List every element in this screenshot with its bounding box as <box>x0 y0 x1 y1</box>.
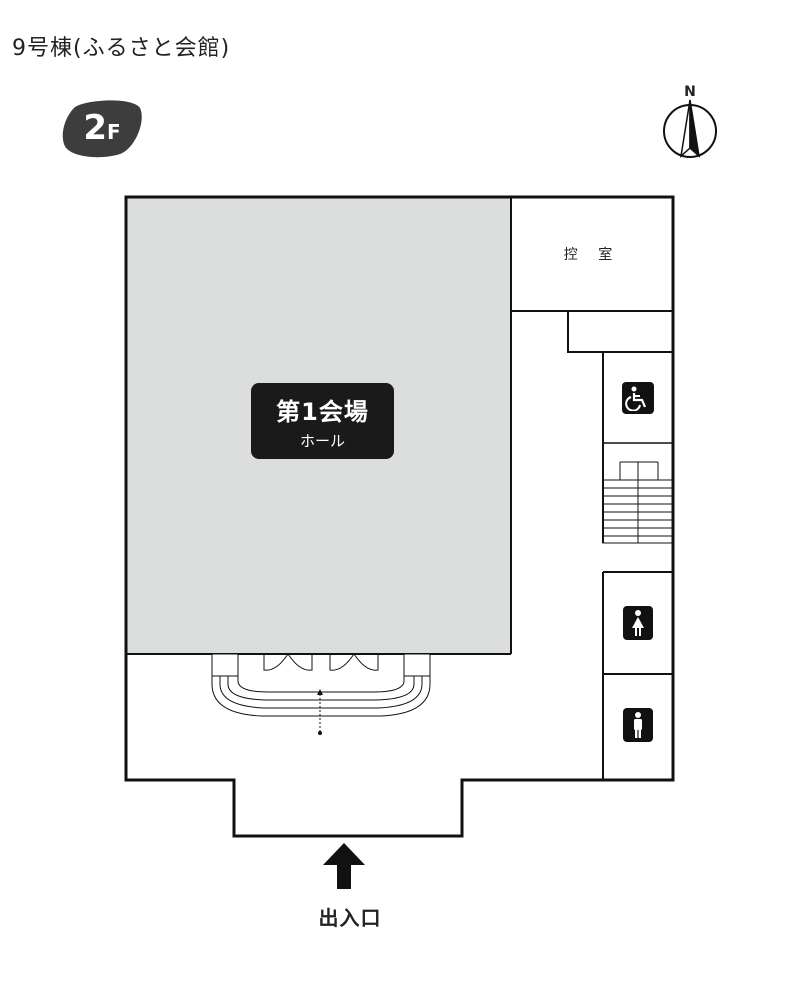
floor-badge: 2 F <box>62 98 142 158</box>
main-hall-label: 第1会場 ホール <box>251 383 394 459</box>
entrance-arrow <box>323 843 365 889</box>
female-restroom-icon <box>623 606 653 640</box>
male-restroom-icon <box>623 708 653 742</box>
waiting-room-label: 控 室 <box>563 247 621 263</box>
floor-number: 2 <box>83 108 107 148</box>
floor-badge-shape <box>62 100 142 158</box>
wheelchair-icon <box>622 382 654 414</box>
compass-icon <box>663 99 717 158</box>
hall-doors <box>211 653 431 732</box>
north-compass: N <box>660 84 720 160</box>
outer-wall <box>124 195 675 838</box>
compass-north-label: N <box>684 84 696 100</box>
page-title: 9号棟(ふるさと会館) <box>12 36 231 61</box>
floor-unit: F <box>107 120 121 144</box>
main-hall-sub: ホール <box>299 432 345 450</box>
entrance-label: 出入口 <box>318 906 382 930</box>
stairs <box>602 442 674 544</box>
main-hall-name: 第1会場 <box>276 398 369 426</box>
